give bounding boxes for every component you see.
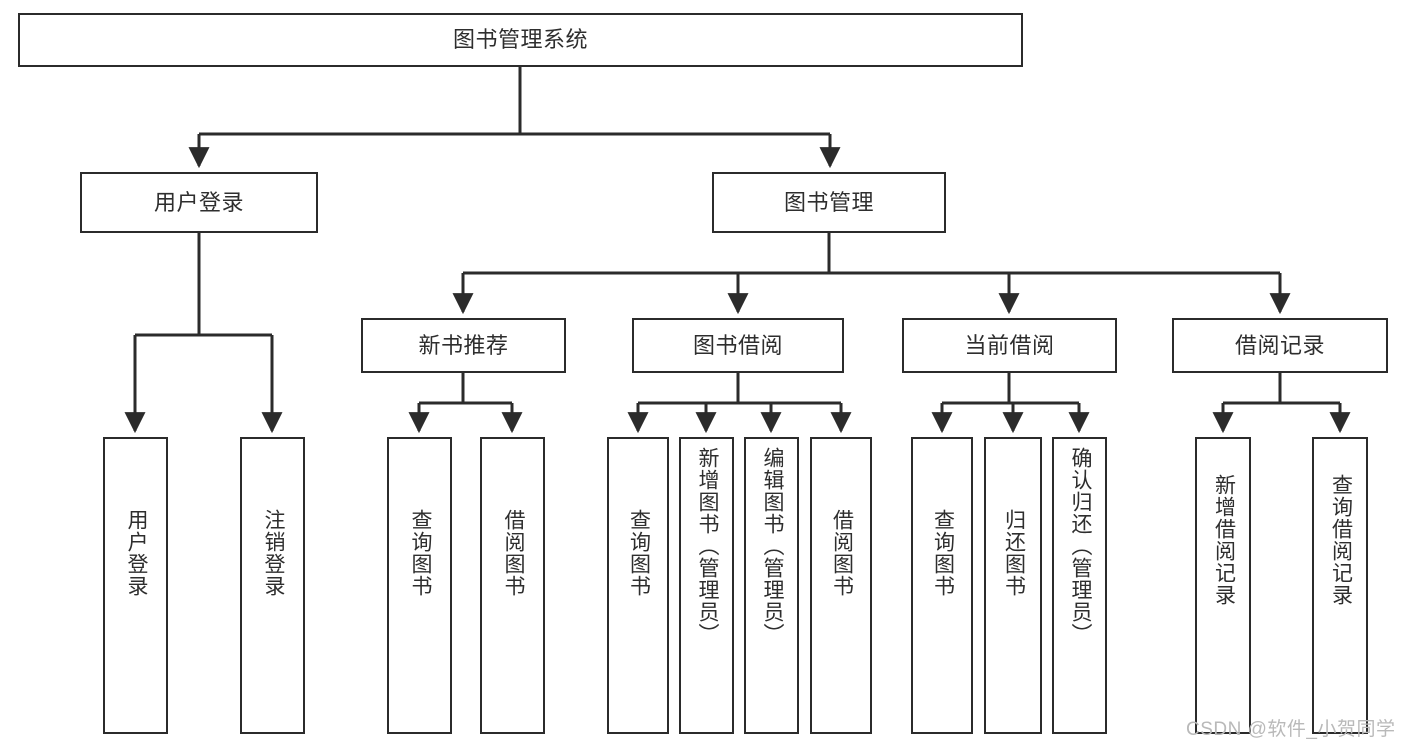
node-leaf-add-book[interactable]: 新增图书（管理员） [679, 437, 734, 734]
node-book-manage[interactable]: 图书管理 [712, 172, 946, 233]
node-leaf-query-current[interactable]: 查询图书 [911, 437, 973, 734]
node-current-borrow[interactable]: 当前借阅 [902, 318, 1117, 373]
node-leaf-borrow-book[interactable]: 借阅图书 [810, 437, 872, 734]
node-leaf-user-login[interactable]: 用户登录 [103, 437, 168, 734]
node-root[interactable]: 图书管理系统 [18, 13, 1023, 67]
node-leaf-query-book-label: 查询图书 [627, 509, 651, 597]
node-user-login-label: 用户登录 [153, 189, 244, 215]
node-borrow-record[interactable]: 借阅记录 [1172, 318, 1388, 373]
node-leaf-query-book-rec-label: 查询图书 [408, 509, 432, 597]
node-leaf-edit-book-label: 编辑图书（管理员） [760, 447, 784, 645]
node-leaf-borrow-book-rec-label: 借阅图书 [501, 509, 525, 597]
node-leaf-add-book-label: 新增图书（管理员） [695, 447, 719, 645]
node-leaf-query-book[interactable]: 查询图书 [607, 437, 669, 734]
node-leaf-logout[interactable]: 注销登录 [240, 437, 305, 734]
node-new-book-recommend[interactable]: 新书推荐 [361, 318, 566, 373]
node-book-borrow-label: 图书借阅 [692, 332, 783, 358]
node-current-borrow-label: 当前借阅 [964, 332, 1055, 358]
node-leaf-return-book-label: 归还图书 [1002, 509, 1026, 597]
csdn-watermark: CSDN @软件_小贺同学 [1186, 719, 1396, 740]
node-leaf-add-record-label: 新增借阅记录 [1212, 474, 1236, 606]
node-book-manage-label: 图书管理 [783, 189, 874, 215]
node-leaf-user-login-label: 用户登录 [124, 509, 148, 597]
node-new-book-recommend-label: 新书推荐 [418, 332, 509, 358]
node-leaf-query-record[interactable]: 查询借阅记录 [1312, 437, 1368, 734]
node-user-login[interactable]: 用户登录 [80, 172, 318, 233]
node-leaf-return-book[interactable]: 归还图书 [984, 437, 1042, 734]
node-leaf-add-record[interactable]: 新增借阅记录 [1195, 437, 1251, 734]
node-leaf-query-book-rec[interactable]: 查询图书 [387, 437, 452, 734]
node-leaf-edit-book[interactable]: 编辑图书（管理员） [744, 437, 799, 734]
node-leaf-logout-label: 注销登录 [261, 509, 285, 597]
node-leaf-confirm-return-label: 确认归还（管理员） [1068, 447, 1092, 645]
node-leaf-borrow-book-label: 借阅图书 [830, 509, 854, 597]
node-leaf-query-current-label: 查询图书 [931, 509, 955, 597]
node-leaf-borrow-book-rec[interactable]: 借阅图书 [480, 437, 545, 734]
node-borrow-record-label: 借阅记录 [1234, 332, 1325, 358]
node-book-borrow[interactable]: 图书借阅 [632, 318, 844, 373]
node-leaf-confirm-return[interactable]: 确认归还（管理员） [1052, 437, 1107, 734]
node-root-label: 图书管理系统 [452, 27, 588, 53]
node-leaf-query-record-label: 查询借阅记录 [1329, 474, 1353, 606]
